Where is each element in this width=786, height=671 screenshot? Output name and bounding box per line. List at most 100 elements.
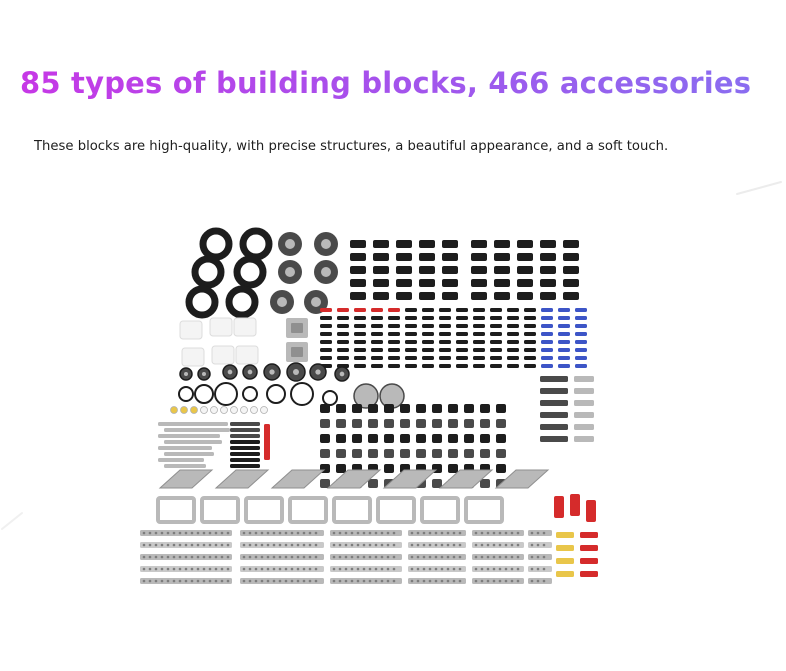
- beam-hole: [172, 567, 176, 571]
- frame-hole: [291, 323, 303, 333]
- angle-connector: [416, 419, 426, 428]
- beam-hole: [166, 567, 170, 571]
- beam-hole: [392, 531, 396, 535]
- axle-pin: [558, 324, 570, 328]
- bent-liftarm: [438, 469, 494, 489]
- connector-piece: [517, 292, 533, 300]
- beam-hole: [530, 567, 534, 571]
- beam-hole: [452, 543, 456, 547]
- beam-hole: [452, 567, 456, 571]
- rectangular-frame-border: [200, 496, 240, 524]
- axle-pin: [558, 332, 570, 336]
- axle-pin: [558, 308, 570, 312]
- axle-pin: [337, 340, 349, 344]
- beam-hole: [190, 579, 194, 583]
- beam-hole: [208, 543, 212, 547]
- beam-hole: [148, 543, 152, 547]
- beam-hole: [272, 555, 276, 559]
- beam-hole: [362, 555, 366, 559]
- beam-hole: [278, 543, 282, 547]
- gear-center: [202, 372, 206, 376]
- beam-hole: [410, 567, 414, 571]
- beam-hole: [296, 543, 300, 547]
- axle-pin: [558, 316, 570, 320]
- small-beam-light: [574, 400, 594, 406]
- beam-hole: [148, 555, 152, 559]
- beam-hole: [190, 555, 194, 559]
- small-beam: [540, 436, 568, 442]
- parts-layout-illustration: [140, 227, 598, 584]
- beam-hole: [202, 531, 206, 535]
- axle-pin: [575, 364, 587, 368]
- axle-pin: [575, 332, 587, 336]
- connector-piece: [396, 266, 412, 274]
- rectangular-frame: [246, 498, 282, 522]
- bushing: [240, 406, 248, 414]
- axle-pin: [456, 324, 468, 328]
- connector-piece: [396, 240, 412, 248]
- connector-piece: [540, 292, 556, 300]
- rectangular-frame-border: [156, 496, 196, 524]
- beam-hole: [362, 567, 366, 571]
- angle-connector: [448, 464, 458, 473]
- beam-hole: [172, 531, 176, 535]
- short-beam: [230, 440, 260, 444]
- beam-hole: [260, 543, 264, 547]
- connector-piece: [494, 240, 510, 248]
- beam-hole: [446, 555, 450, 559]
- beam-hole: [248, 531, 252, 535]
- axle-pin: [439, 316, 451, 320]
- axle-pin: [439, 332, 451, 336]
- axle-pin: [405, 308, 417, 312]
- beam-hole: [362, 543, 366, 547]
- rectangular-frame-border: [332, 496, 372, 524]
- beam-hole: [452, 579, 456, 583]
- axle-pin: [490, 332, 502, 336]
- beam-hole: [308, 531, 312, 535]
- beam-hole: [504, 579, 508, 583]
- beam-hole: [166, 531, 170, 535]
- beam-hole: [428, 567, 432, 571]
- axle-pin: [507, 340, 519, 344]
- beam-hole: [498, 531, 502, 535]
- beam-hole: [226, 543, 230, 547]
- beam-hole: [220, 531, 224, 535]
- axle-pin: [575, 308, 587, 312]
- beam-hole: [296, 531, 300, 535]
- beam-hole: [308, 567, 312, 571]
- connector-piece: [419, 266, 435, 274]
- axle-pin: [388, 348, 400, 352]
- page-headline: 85 types of building blocks, 466 accesso…: [20, 66, 752, 100]
- beam-hole: [220, 579, 224, 583]
- axle-pin: [541, 316, 553, 320]
- angle-connector: [336, 404, 346, 413]
- beam-hole: [504, 531, 508, 535]
- axle-pin: [354, 324, 366, 328]
- beam-hole: [160, 531, 164, 535]
- beam-hole: [226, 579, 230, 583]
- short-beam: [230, 464, 260, 468]
- beam-hole: [422, 579, 426, 583]
- beam-hole: [260, 531, 264, 535]
- beam-hole: [530, 543, 534, 547]
- ring-gear: [322, 390, 338, 406]
- beam-hole: [208, 531, 212, 535]
- axle-pin: [405, 356, 417, 360]
- beam-hole: [242, 579, 246, 583]
- beam-hole: [202, 579, 206, 583]
- beam-hole: [184, 567, 188, 571]
- connector-piece: [471, 279, 487, 287]
- beam-hole: [486, 531, 490, 535]
- axle-pin: [354, 348, 366, 352]
- gear-center: [227, 369, 233, 375]
- axle-pin: [524, 340, 536, 344]
- connector-piece: [471, 266, 487, 274]
- beam-hole: [428, 543, 432, 547]
- connector-piece: [373, 292, 389, 300]
- red-axle: [264, 424, 270, 460]
- beam-hole: [536, 555, 540, 559]
- beam-hole: [516, 555, 520, 559]
- beam-hole: [434, 567, 438, 571]
- beam-hole: [214, 579, 218, 583]
- beam-hole: [208, 567, 212, 571]
